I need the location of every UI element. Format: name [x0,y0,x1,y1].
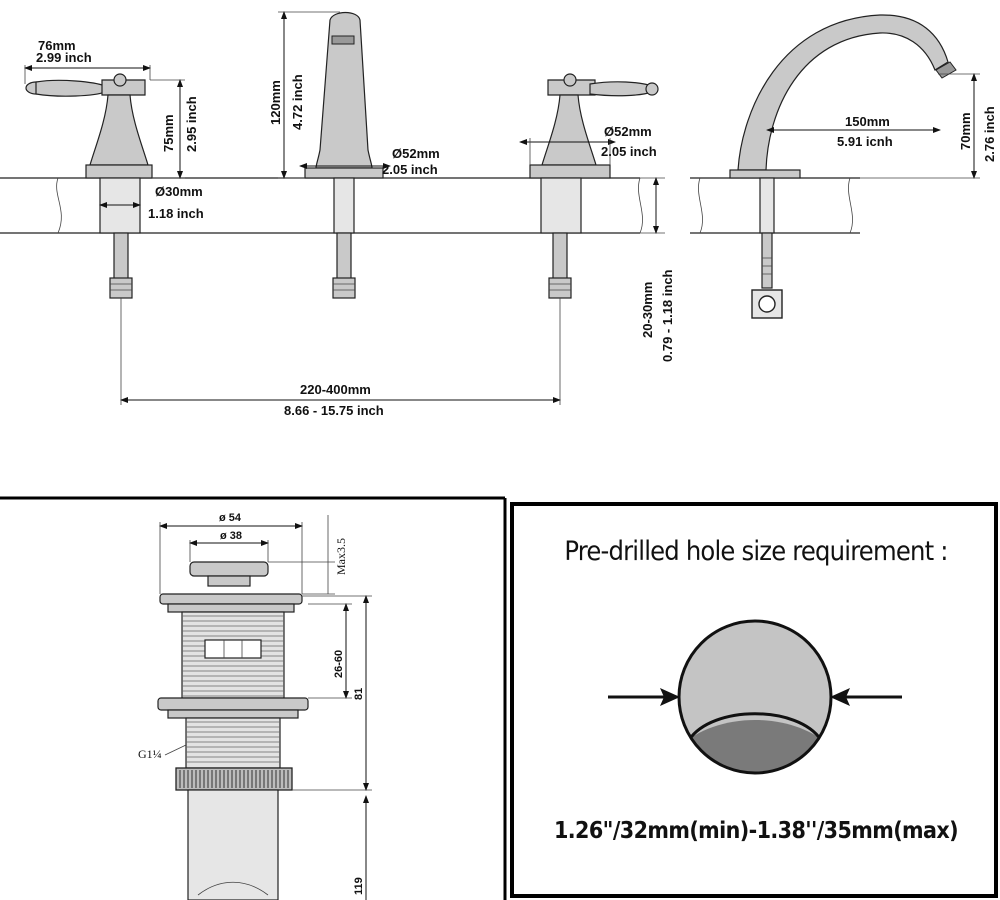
spout-height-in: 4.72 inch [290,74,305,130]
spout-height-mm: 120mm [268,80,283,125]
shank-dia-in: 1.18 inch [148,206,204,221]
drain-thread-range-dimension: 26-60 [308,603,352,699]
faucet-front-view: 76mm 2.99 inch 75mm 2.95 inch 120mm 4.72… [0,11,675,418]
handle-base-diameter-dimension: Ø52mm 2.05 inch [519,124,657,165]
drain-max-height-dimension: Max3.5 [268,515,348,595]
handle-width-in: 2.99 inch [36,50,92,65]
shank-diameter-dimension: Ø30mm 1.18 inch [99,184,204,221]
drain-body-threads [182,615,284,697]
drain-total-height: 81 [353,688,365,700]
spout-base-dia-in: 2.05 inch [382,162,438,177]
hole-requirement-panel: Pre-drilled hole size requirement : 1.26… [510,502,998,898]
drain-outer-diameter-dimension: ø 54 [159,512,303,594]
spread-mm: 220-400mm [300,382,371,397]
drain-max-height: Max3.5 [334,538,348,575]
deck-thickness-mm: 20-30mm [640,282,655,338]
hole-requirement-title: Pre-drilled hole size requirement : [564,536,947,567]
drain-knurled-nut [179,770,289,788]
center-spout [304,11,384,299]
side-spout [729,14,957,319]
side-countertop [690,177,860,234]
spout-height-dimension: 120mm 4.72 inch [268,11,340,179]
drain-thread-size: G1¼ [138,747,162,761]
left-arrow-icon [608,688,680,706]
spout-clearance-in: 2.76 inch [982,106,997,162]
handle-width-dimension: 76mm 2.99 inch [24,38,151,84]
drain-inner-diameter-dimension: ø 38 [189,530,269,562]
drain-tail-length: 119 [353,877,365,895]
right-handle [529,73,659,299]
drain-total-height-dimension: 81 [292,595,372,791]
deck-thickness-in: 0.79 - 1.18 inch [660,269,675,362]
drain-outer-dia: ø 54 [219,512,242,524]
right-arrow-icon [830,688,902,706]
spread-in: 8.66 - 15.75 inch [284,403,384,418]
spout-clearance-dimension: 70mm 2.76 inch [860,73,997,179]
drain-panel: ø 54 ø 38 Max3.5 26-60 81 G1¼ [0,496,507,900]
shank-dia-mm: Ø30mm [155,184,203,199]
spread-dimension: 220-400mm 8.66 - 15.75 inch [120,298,561,418]
drain-body [157,561,309,900]
faucet-side-view: 150mm 5.91 icnh 70mm 2.76 inch [690,14,997,319]
handle-width-mm: 76mm [38,38,76,53]
drain-lower-threads [186,721,280,763]
handle-height-dimension: 75mm 2.95 inch [150,79,199,179]
left-handle [25,73,153,299]
spout-base-diameter-dimension: Ø52mm 2.05 inch [299,146,440,177]
drain-tail-length-dimension: 119 [353,795,369,900]
handle-height-in: 2.95 inch [184,96,199,152]
reach-dimension: 150mm 5.91 icnh [766,114,941,149]
drain-inner-dia: ø 38 [220,530,242,542]
drain-thread-range: 26-60 [333,650,345,678]
reach-mm: 150mm [845,114,890,129]
reach-in: 5.91 icnh [837,134,893,149]
spout-clearance-mm: 70mm [958,112,973,150]
deck-thickness-dimension: 20-30mm 0.79 - 1.18 inch [640,177,675,362]
drain-thread-size-label: G1¼ [138,744,187,761]
handle-height-mm: 75mm [161,114,176,152]
spout-base-dia-mm: Ø52mm [392,146,440,161]
hole-size-spec: 1.26"/32mm(min)-1.38''/35mm(max) [554,818,958,844]
handle-base-dia-mm: Ø52mm [604,124,652,139]
handle-base-dia-in: 2.05 inch [601,144,657,159]
